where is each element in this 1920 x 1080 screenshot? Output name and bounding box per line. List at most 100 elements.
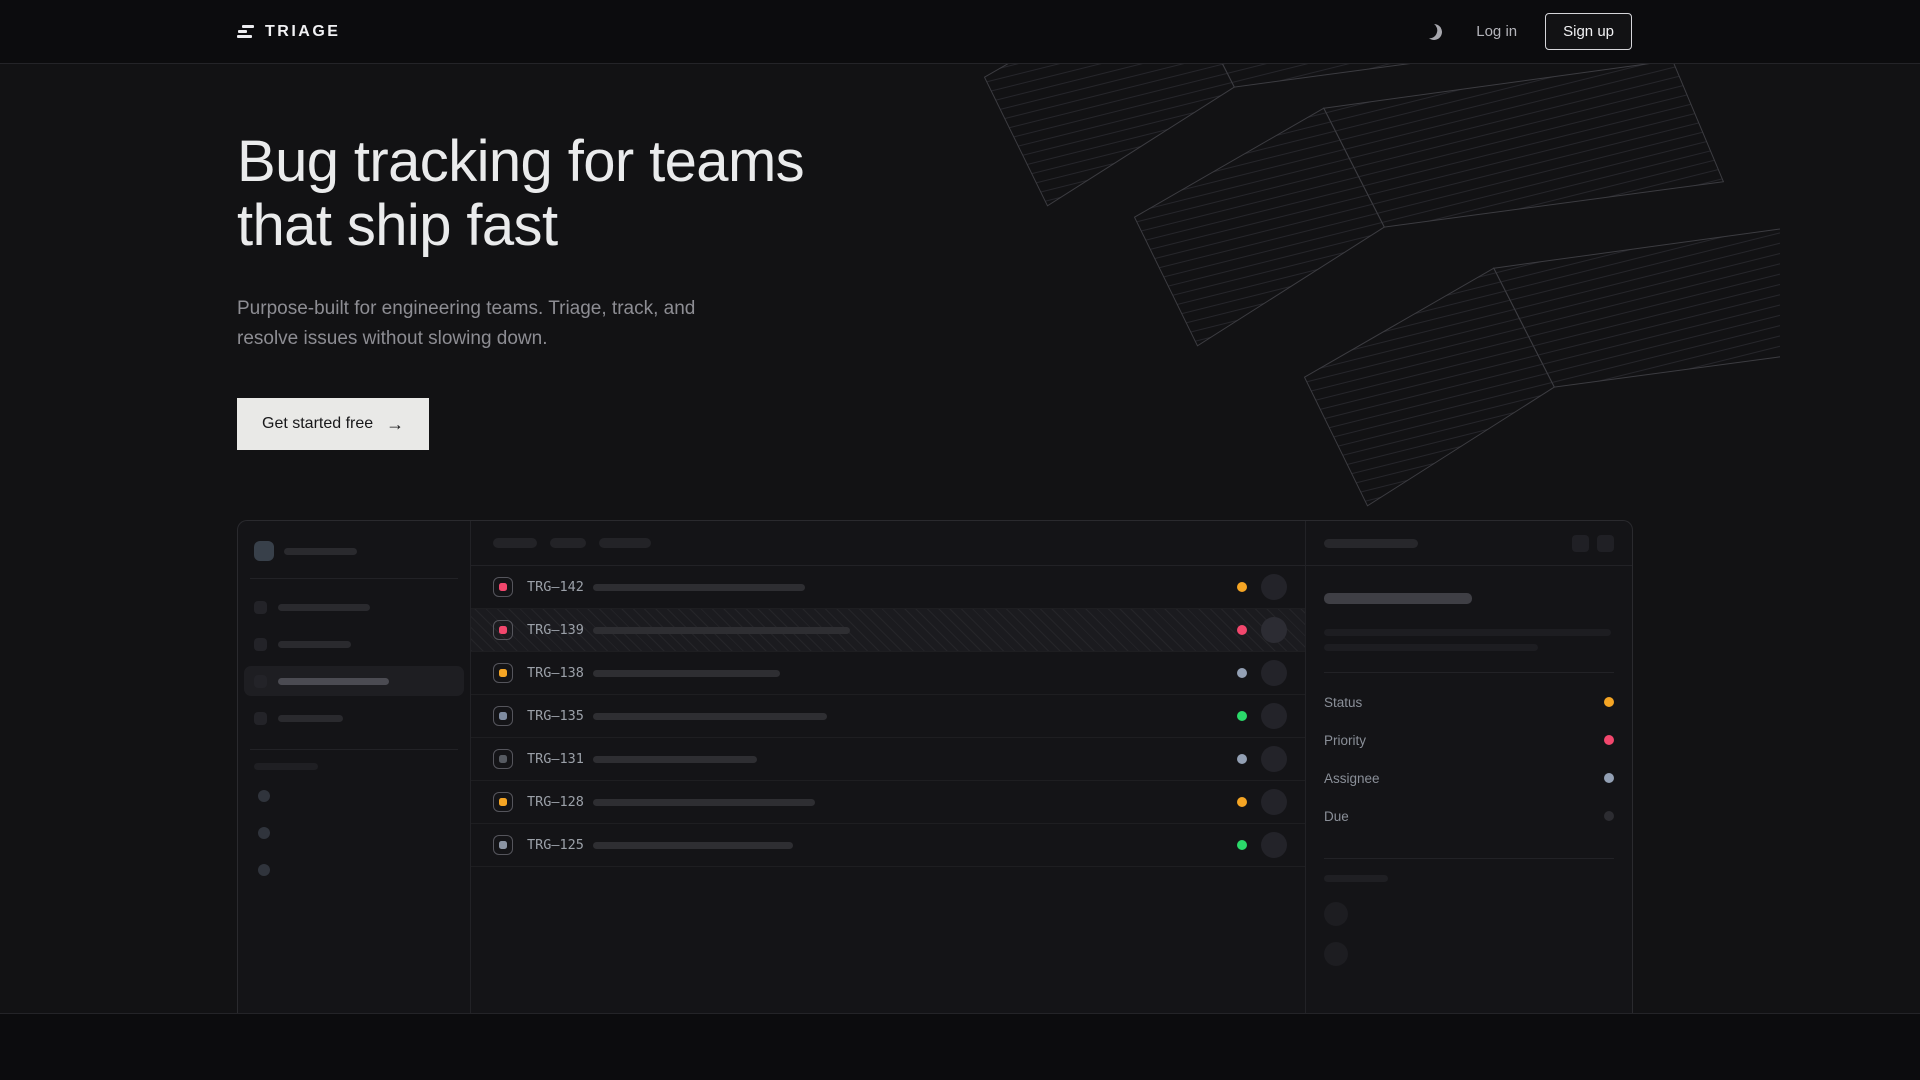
issue-id: TRG–125 [527,837,584,853]
detail-field-row[interactable]: Assignee [1324,759,1614,797]
sidebar-item-icon [254,711,267,725]
mockup-sidebar [238,521,471,1013]
site-header: TRIAGE Log in Sign up [0,0,1920,64]
issue-title-skeleton [593,798,815,806]
sidebar-user-dot [258,864,270,876]
status-dot [1237,754,1247,764]
detail-field-value-dot [1604,735,1614,745]
sidebar-divider [250,749,458,750]
issue-id: TRG–128 [527,794,584,810]
detail-title-skeleton [1324,593,1472,604]
detail-header-skeleton [1324,538,1418,548]
sidebar-item[interactable] [244,629,464,659]
detail-action-button[interactable] [1597,534,1614,552]
filter-tab-skeleton[interactable] [493,538,537,548]
avatar [1261,746,1287,772]
issue-id: TRG–139 [527,622,584,638]
moon-icon [1424,21,1444,41]
filter-tab-skeleton[interactable] [599,538,651,548]
sidebar-item-icon [254,674,267,688]
issue-list-header [471,521,1305,566]
signup-button[interactable]: Sign up [1545,13,1632,50]
issue-title-skeleton [593,626,850,634]
hero-subtitle: Purpose-built for engineering teams. Tri… [237,294,1920,354]
issue-title-skeleton [593,755,757,763]
issue-row[interactable]: TRG–128 [471,781,1305,824]
sidebar-user-dot [258,790,270,802]
avatar [1261,617,1287,643]
issue-id: TRG–131 [527,751,584,767]
detail-field-value-dot [1604,811,1614,821]
page-title-line2: that ship fast [237,193,558,258]
sidebar-item-icon [254,600,267,614]
status-dot [1237,711,1247,721]
detail-field-value-dot [1604,773,1614,783]
theme-toggle-button[interactable] [1420,18,1448,46]
filter-tab-skeleton[interactable] [550,538,586,548]
sidebar-item-skeleton [278,714,343,722]
detail-header-actions [1572,534,1614,552]
hero-section: Bug tracking for teams that ship fast Pu… [0,64,1920,520]
site-footer [0,1013,1920,1080]
issue-type-icon [493,577,513,597]
detail-field-value-dot [1604,697,1614,707]
sidebar-item-skeleton [278,640,351,648]
status-dot [1237,797,1247,807]
issue-id: TRG–138 [527,665,584,681]
issue-type-icon [493,792,513,812]
detail-divider [1324,858,1614,859]
detail-field-row[interactable]: Status [1324,683,1614,721]
issue-row[interactable]: TRG–135 [471,695,1305,738]
issue-row[interactable]: TRG–139 [471,609,1305,652]
issue-type-icon [493,663,513,683]
issue-row[interactable]: TRG–138 [471,652,1305,695]
comment-avatar [1324,942,1348,966]
avatar [1261,660,1287,686]
sidebar-item-skeleton [278,603,370,611]
issue-type-icon [493,835,513,855]
comment-avatar [1324,902,1348,926]
detail-field-label: Priority [1324,732,1367,748]
detail-header [1306,521,1632,566]
login-button[interactable]: Log in [1476,23,1518,40]
detail-text-skeleton [1324,629,1611,636]
sidebar-item-icon [254,637,267,651]
issue-title-skeleton [593,841,793,849]
get-started-button[interactable]: Get started free → [237,398,430,450]
avatar [1261,789,1287,815]
sidebar-section-label-skeleton [254,763,318,770]
sidebar-item-active[interactable] [244,666,464,696]
workspace-switcher[interactable] [254,541,454,561]
brand: TRIAGE [237,23,340,41]
issue-title-skeleton [593,712,827,720]
issue-row[interactable]: TRG–125 [471,824,1305,867]
status-dot [1237,582,1247,592]
detail-action-button[interactable] [1572,534,1589,552]
avatar [1261,574,1287,600]
issue-row[interactable]: TRG–142 [471,566,1305,609]
issue-row[interactable]: TRG–131 [471,738,1305,781]
issue-title-skeleton [593,583,805,591]
detail-field-row[interactable]: Due [1324,797,1614,835]
issue-type-icon [493,749,513,769]
avatar [1261,703,1287,729]
sidebar-item[interactable] [244,592,464,622]
issue-title-skeleton [593,669,780,677]
triage-logo-icon [237,25,254,38]
detail-field-row[interactable]: Priority [1324,721,1614,759]
page-title-line1: Bug tracking for teams [237,129,805,194]
workspace-name-skeleton [284,547,357,555]
avatar [1261,832,1287,858]
sidebar-item[interactable] [244,703,464,733]
page-title: Bug tracking for teams that ship fast [237,130,1920,258]
status-dot [1237,668,1247,678]
detail-section-label-skeleton [1324,875,1388,882]
issue-type-icon [493,620,513,640]
sidebar-user-dot [258,827,270,839]
